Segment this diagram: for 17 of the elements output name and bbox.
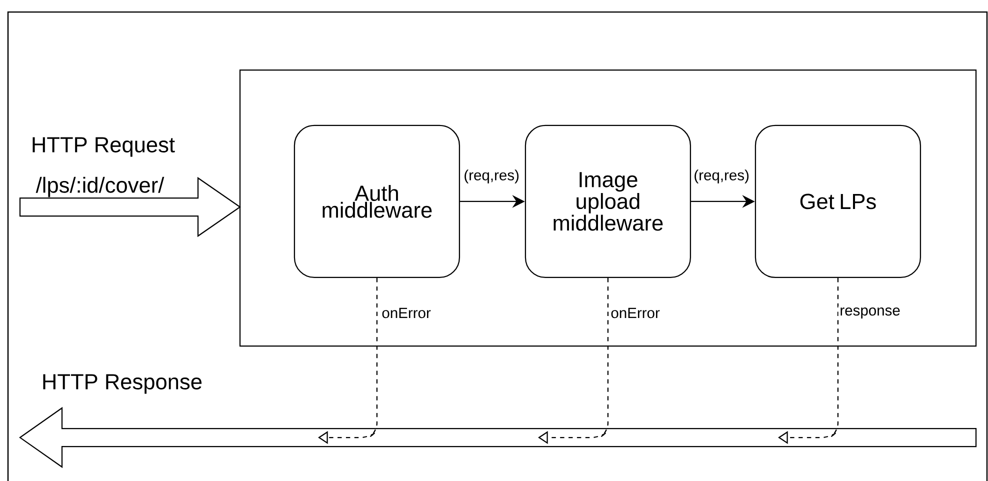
block-arrow [19,176,241,238]
arrow-heading: HTTP Request [32,137,175,157]
arrow-heading: HTTP Response [43,374,202,394]
process-box: Image upload middleware [524,124,692,278]
process-box: Auth middleware [294,124,460,278]
block-arrow [19,406,977,468]
edge-label: response [840,308,900,318]
dashed-arrow [778,278,839,444]
edge-label: onError [611,308,660,318]
arrow-heading: /lps/:id/cover/ [36,176,164,198]
edge-label: (req,res) [694,170,749,184]
dashed-arrow [538,278,609,444]
dashed-arrow [318,278,378,444]
container-box [239,69,977,347]
edge-label: (req,res) [464,170,519,184]
process-box: Get LPs [754,124,922,278]
edge-label: onError [382,308,431,318]
